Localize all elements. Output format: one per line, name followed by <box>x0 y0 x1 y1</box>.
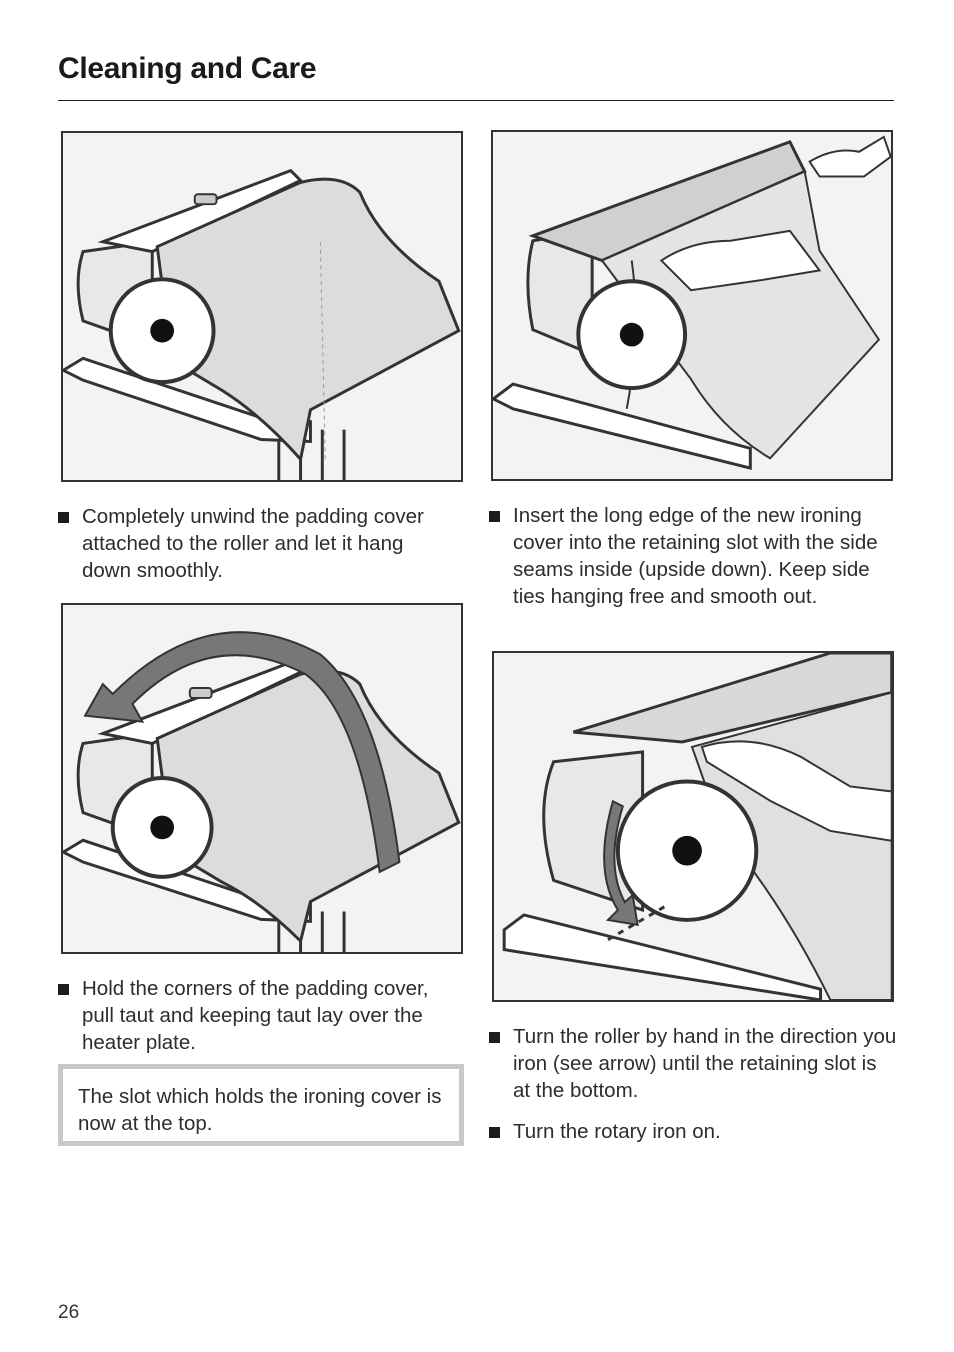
illustration-insert-cover <box>491 130 893 481</box>
illustration-lay-over-heater <box>61 603 463 954</box>
step-1-text: Completely unwind the padding cover atta… <box>82 505 424 582</box>
step-4-text: Turn the roller by hand in the direction… <box>513 1025 897 1102</box>
bullet-square-icon <box>58 512 69 523</box>
step-2-text: Hold the corners of the padding cover, p… <box>82 977 429 1054</box>
page-title: Cleaning and Care <box>58 52 317 85</box>
step-5: Turn the rotary iron on. <box>489 1118 889 1145</box>
bullet-square-icon <box>58 984 69 995</box>
step-1: Completely unwind the padding cover atta… <box>58 503 458 584</box>
bullet-square-icon <box>489 511 500 522</box>
step-4: Turn the roller by hand in the direction… <box>489 1023 899 1104</box>
illustration-turn-roller <box>492 651 894 1002</box>
info-note-text: The slot which holds the ironing cover i… <box>78 1085 442 1135</box>
page-number: 26 <box>58 1302 80 1323</box>
info-note-box: The slot which holds the ironing cover i… <box>58 1064 464 1146</box>
step-3-text: Insert the long edge of the new ironing … <box>513 504 878 608</box>
bullet-square-icon <box>489 1127 500 1138</box>
step-2: Hold the corners of the padding cover, p… <box>58 975 458 1056</box>
illustration-unwind-cover <box>61 131 463 482</box>
title-divider <box>58 100 894 101</box>
step-3: Insert the long edge of the new ironing … <box>489 502 889 610</box>
step-5-text: Turn the rotary iron on. <box>513 1120 721 1143</box>
bullet-square-icon <box>489 1032 500 1043</box>
